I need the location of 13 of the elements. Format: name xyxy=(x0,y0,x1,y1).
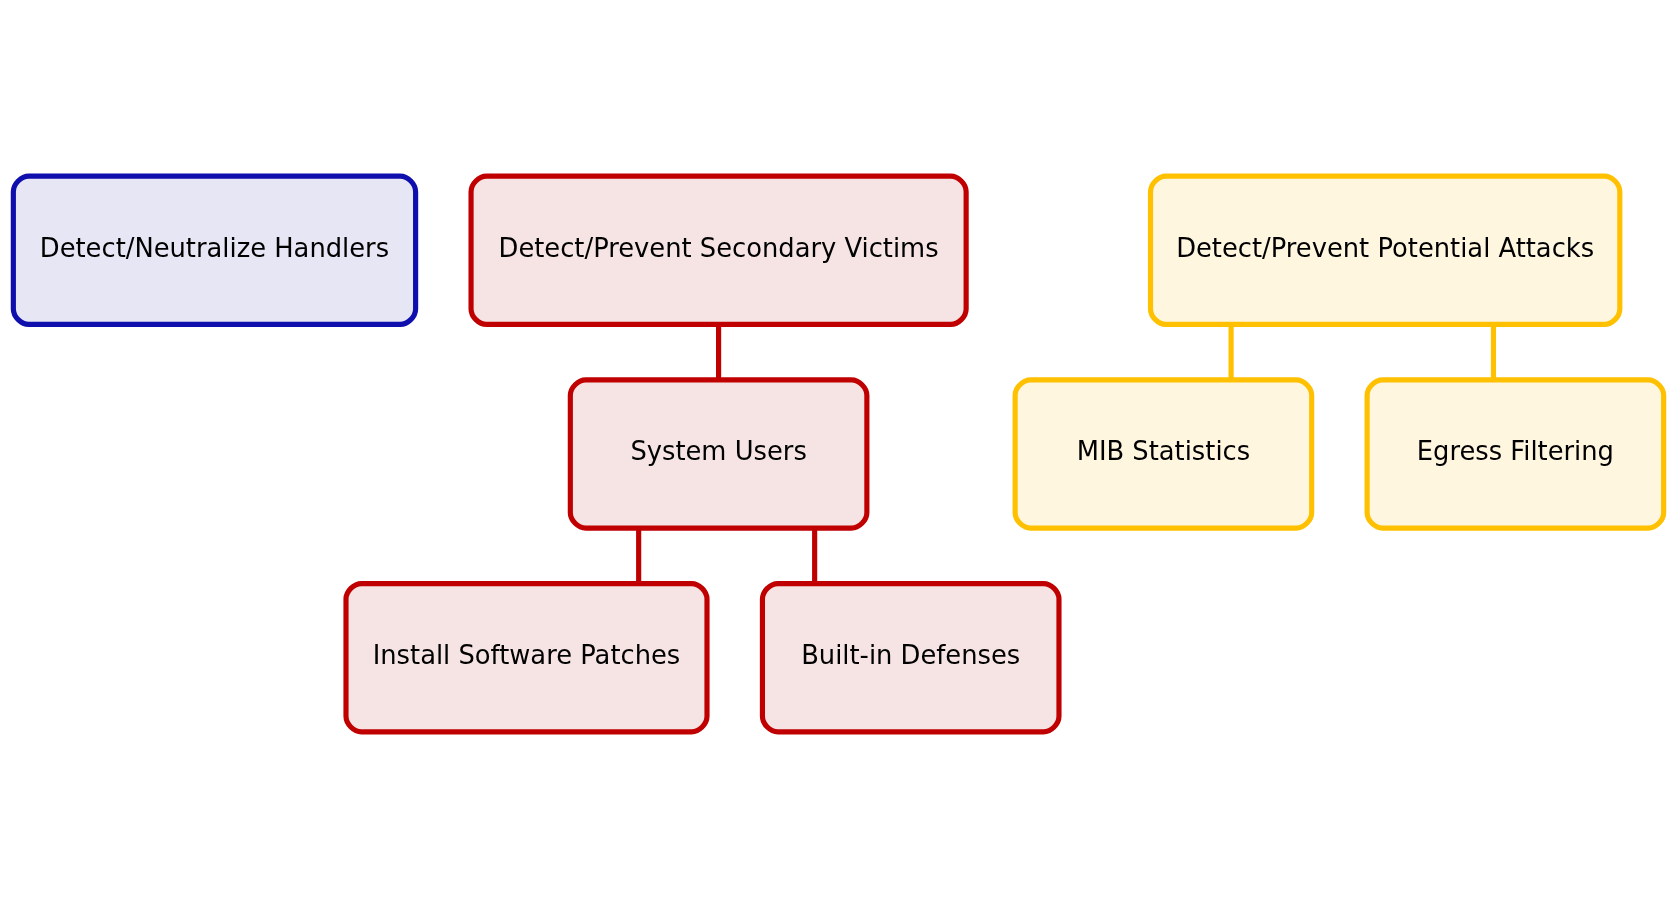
node-box: Egress Filtering xyxy=(1364,376,1667,531)
connector xyxy=(716,324,722,380)
node-box: Detect/Neutralize Handlers xyxy=(10,173,419,327)
node-box: Install Software Patches xyxy=(343,580,710,734)
node-box: MIB Statistics xyxy=(1012,376,1315,531)
connector xyxy=(812,528,818,583)
connector xyxy=(1490,324,1497,380)
node-box: Detect/Prevent Secondary Victims xyxy=(468,173,969,327)
node-box: Detect/Prevent Potential Attacks xyxy=(1147,173,1623,327)
node-box: Built-in Defenses xyxy=(759,580,1062,734)
connector xyxy=(636,528,642,583)
connector xyxy=(1228,324,1234,380)
node-box: System Users xyxy=(567,376,870,531)
